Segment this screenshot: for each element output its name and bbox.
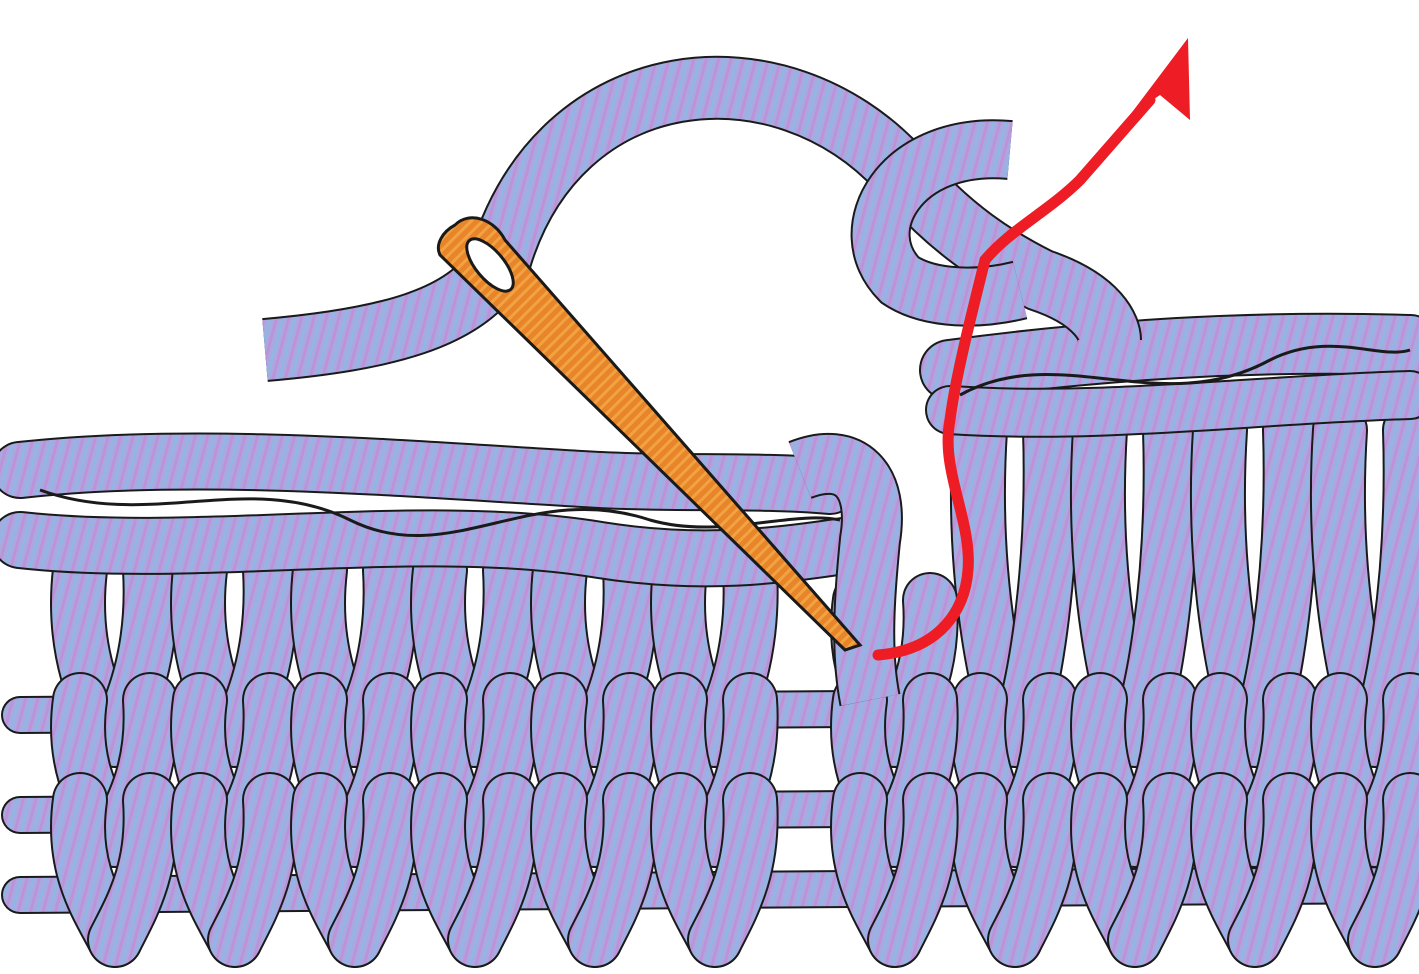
bind-off-chain-right xyxy=(950,344,1410,413)
